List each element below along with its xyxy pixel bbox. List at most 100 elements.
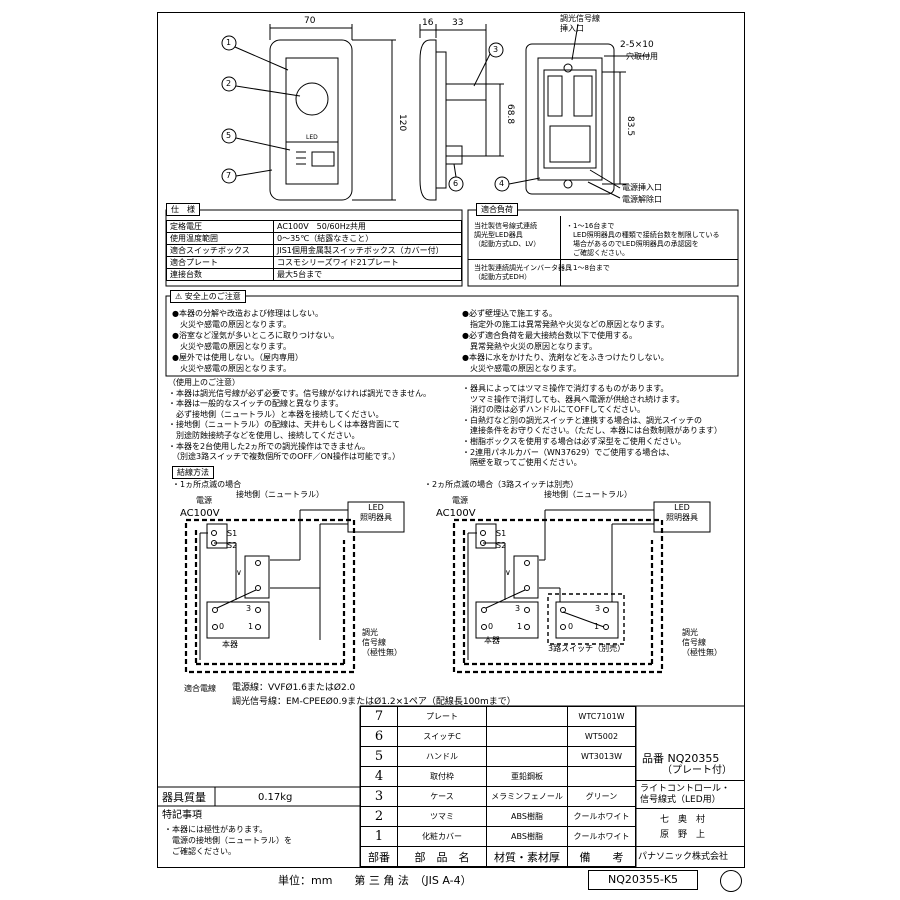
usage-line: ・本器は調光信号線が必ず必要です。信号線がなければ調光できません。: [168, 388, 431, 398]
load-r2-label: 当社製連続調光インバータ器具 （起動方式EDH）: [474, 264, 572, 281]
callout-2: 2: [226, 79, 232, 88]
dim-68-8: 68.8: [505, 104, 515, 125]
power-label-2: 電源: [452, 496, 468, 505]
switch3-label: 3路スイッチ（別売）: [548, 644, 626, 653]
model-number: 品番 NQ20355: [642, 752, 720, 765]
power-insert-label: 電源挿入口: [622, 183, 662, 192]
screw-note: 穴取付用: [626, 52, 658, 61]
spec-value: AC100V 50/60Hz共用: [273, 220, 462, 233]
bom-material: メラミンフェノール: [486, 786, 568, 807]
spec-label: 適合プレート: [166, 256, 274, 269]
bom-material: 亜鉛鋼板: [486, 766, 568, 787]
s1-label-1: S1: [227, 529, 238, 538]
usage-line: ・本器を2台使用した2ヵ所での調光操作はできません。: [168, 441, 370, 451]
spec-label: 使用温度範囲: [166, 232, 274, 245]
usage-line: ・接地側（ニュートラル）の配線は、天井もしくは本器背面にて: [168, 420, 400, 430]
load-divider: [468, 259, 738, 260]
title-divider: [636, 846, 745, 847]
t0-label-3way: 0: [568, 622, 574, 631]
t1-label-3way: 1: [594, 622, 600, 631]
notes-line: ご確認ください。: [164, 847, 236, 856]
s2-label-2: S2: [496, 541, 507, 550]
t0-label-1: 0: [219, 622, 225, 631]
dim-screw: 2-5×10: [620, 40, 654, 50]
load-r2-value: ・1～8台まで: [566, 264, 610, 272]
dim-width: 70: [304, 16, 316, 26]
bom-material: [486, 726, 568, 747]
dim-33: 33: [452, 18, 464, 28]
product-desc: ライトコントロール・ 信号線式（LED用）: [640, 784, 731, 805]
callout-7: 7: [226, 171, 232, 180]
usage-line: 別途防蝕接続子などを使用し、接続してください。: [168, 430, 360, 440]
weight-label: 器具質量: [162, 791, 206, 804]
s2-label-1: S2: [227, 541, 238, 550]
load-box: [467, 209, 739, 287]
t3-label-3way: 3: [595, 604, 601, 613]
ac-label-2: AC100V: [436, 508, 476, 519]
bom-name: スイッチC: [397, 726, 487, 747]
back-view-outline: [525, 43, 615, 195]
usage-line: 連接条件をお守りください。（ただし、本器には台数制限があります）: [462, 426, 722, 436]
drawing-number: NQ20355-K5: [607, 873, 679, 886]
model-sub: （プレート付）: [662, 765, 732, 776]
bom-head-material: 材質・素材厚: [486, 846, 568, 867]
bom-material: ABS樹脂: [486, 826, 568, 847]
dim-16: 16: [422, 18, 434, 28]
warning-icon: ⚠: [175, 292, 185, 301]
usage-line: 隔壁を取ってご使用ください。: [462, 458, 582, 468]
safety-line: 火災や感電の原因となります。: [172, 342, 291, 351]
t1-label-2: 1: [517, 622, 523, 631]
bom-material: ABS樹脂: [486, 806, 568, 827]
safety-line: 指定外の施工は異常発熱や火災などの原因となります。: [462, 320, 669, 329]
signal-insert-label: 調光信号線 挿入口: [560, 14, 600, 33]
power-release-label: 電源解除口: [622, 195, 662, 204]
safety-line: 異常発熱や火災の原因となります。: [462, 342, 597, 351]
spec-value: 最大5台まで: [273, 268, 462, 281]
bom-no: 1: [360, 826, 398, 847]
safety-line: 火災や感電の原因となります。: [172, 364, 291, 373]
bom-head-finish: 備 考: [567, 846, 636, 867]
title-divider: [636, 808, 745, 809]
company-name: パナソニック株式会社: [638, 852, 729, 862]
usage-line: 消灯の際は必ずハンドルにてOFFしてください。: [462, 405, 646, 415]
safety-left: ●本器の分解や改造および修理はしない。 火災や感電の原因となります。 ●浴室など…: [172, 308, 339, 374]
t0-label-2: 0: [488, 622, 494, 631]
safety-right: ●必ず壁埋込で施工する。 指定外の施工は異常発熱や火災などの原因となります。 ●…: [462, 308, 669, 374]
usage-line: ・器具によってはツマミ操作で消灯するものがあります。: [462, 384, 669, 393]
bom-no: 7: [360, 706, 398, 727]
plate-outline: [269, 39, 353, 201]
neutral-label-2: 接地側（ニュートラル）: [544, 490, 632, 499]
safety-title-text: 安全上のご注意: [184, 292, 241, 301]
signature-1: 七 奥 村: [660, 815, 706, 825]
bom-name: 取付枠: [397, 766, 487, 787]
safety-line: ●本器に水をかけたり、洗剤などをふきつけたりしない。: [462, 353, 669, 362]
weight-value: 0.17kg: [258, 792, 293, 803]
load-divider: [560, 216, 561, 286]
safety-line: ●必ず壁埋込で施工する。: [462, 309, 557, 318]
bom-no: 2: [360, 806, 398, 827]
bom-no: 6: [360, 726, 398, 747]
title-divider: [636, 780, 745, 781]
bom-head-name: 部 品 名: [397, 846, 487, 867]
wiring-title: 結線方法: [172, 466, 214, 479]
safety-line: ●必ず適合負荷を最大接続台数以下で使用する。: [462, 331, 637, 340]
body-label-1: 本器: [222, 640, 238, 649]
bom-no: 4: [360, 766, 398, 787]
s1-label-2: S1: [496, 529, 507, 538]
callout-1: 1: [226, 38, 232, 47]
usage-line: 必ず接地側（ニュートラル）と本器を接続してください。: [168, 409, 384, 419]
usage-line: ・白熱灯など別の調光スイッチと連携する場合は、調光スイッチの: [462, 415, 702, 425]
spec-value: コスモシリーズワイド21プレート: [273, 256, 462, 269]
spec-value: 0～35℃（結露なきこと）: [273, 232, 462, 245]
wiring-case2: ・2ヵ所点滅の場合（3路スイッチは別売）: [424, 480, 579, 489]
t1-label-1: 1: [248, 622, 254, 631]
callout-6: 6: [453, 179, 459, 188]
bom-name: 化粧カバー: [397, 826, 487, 847]
bom-finish: [567, 766, 636, 787]
notes-line: ・本器には極性があります。: [164, 825, 268, 834]
bom-material: [486, 706, 568, 727]
usage-line: ツマミ操作で消灯しても、器具へ電源が供給され続けます。: [462, 394, 685, 404]
load-r1-label: 当社製信号線式連続 調光型LED器具 （起動方式LD、LV）: [474, 222, 541, 248]
bom-finish: クールホワイト: [567, 826, 636, 847]
